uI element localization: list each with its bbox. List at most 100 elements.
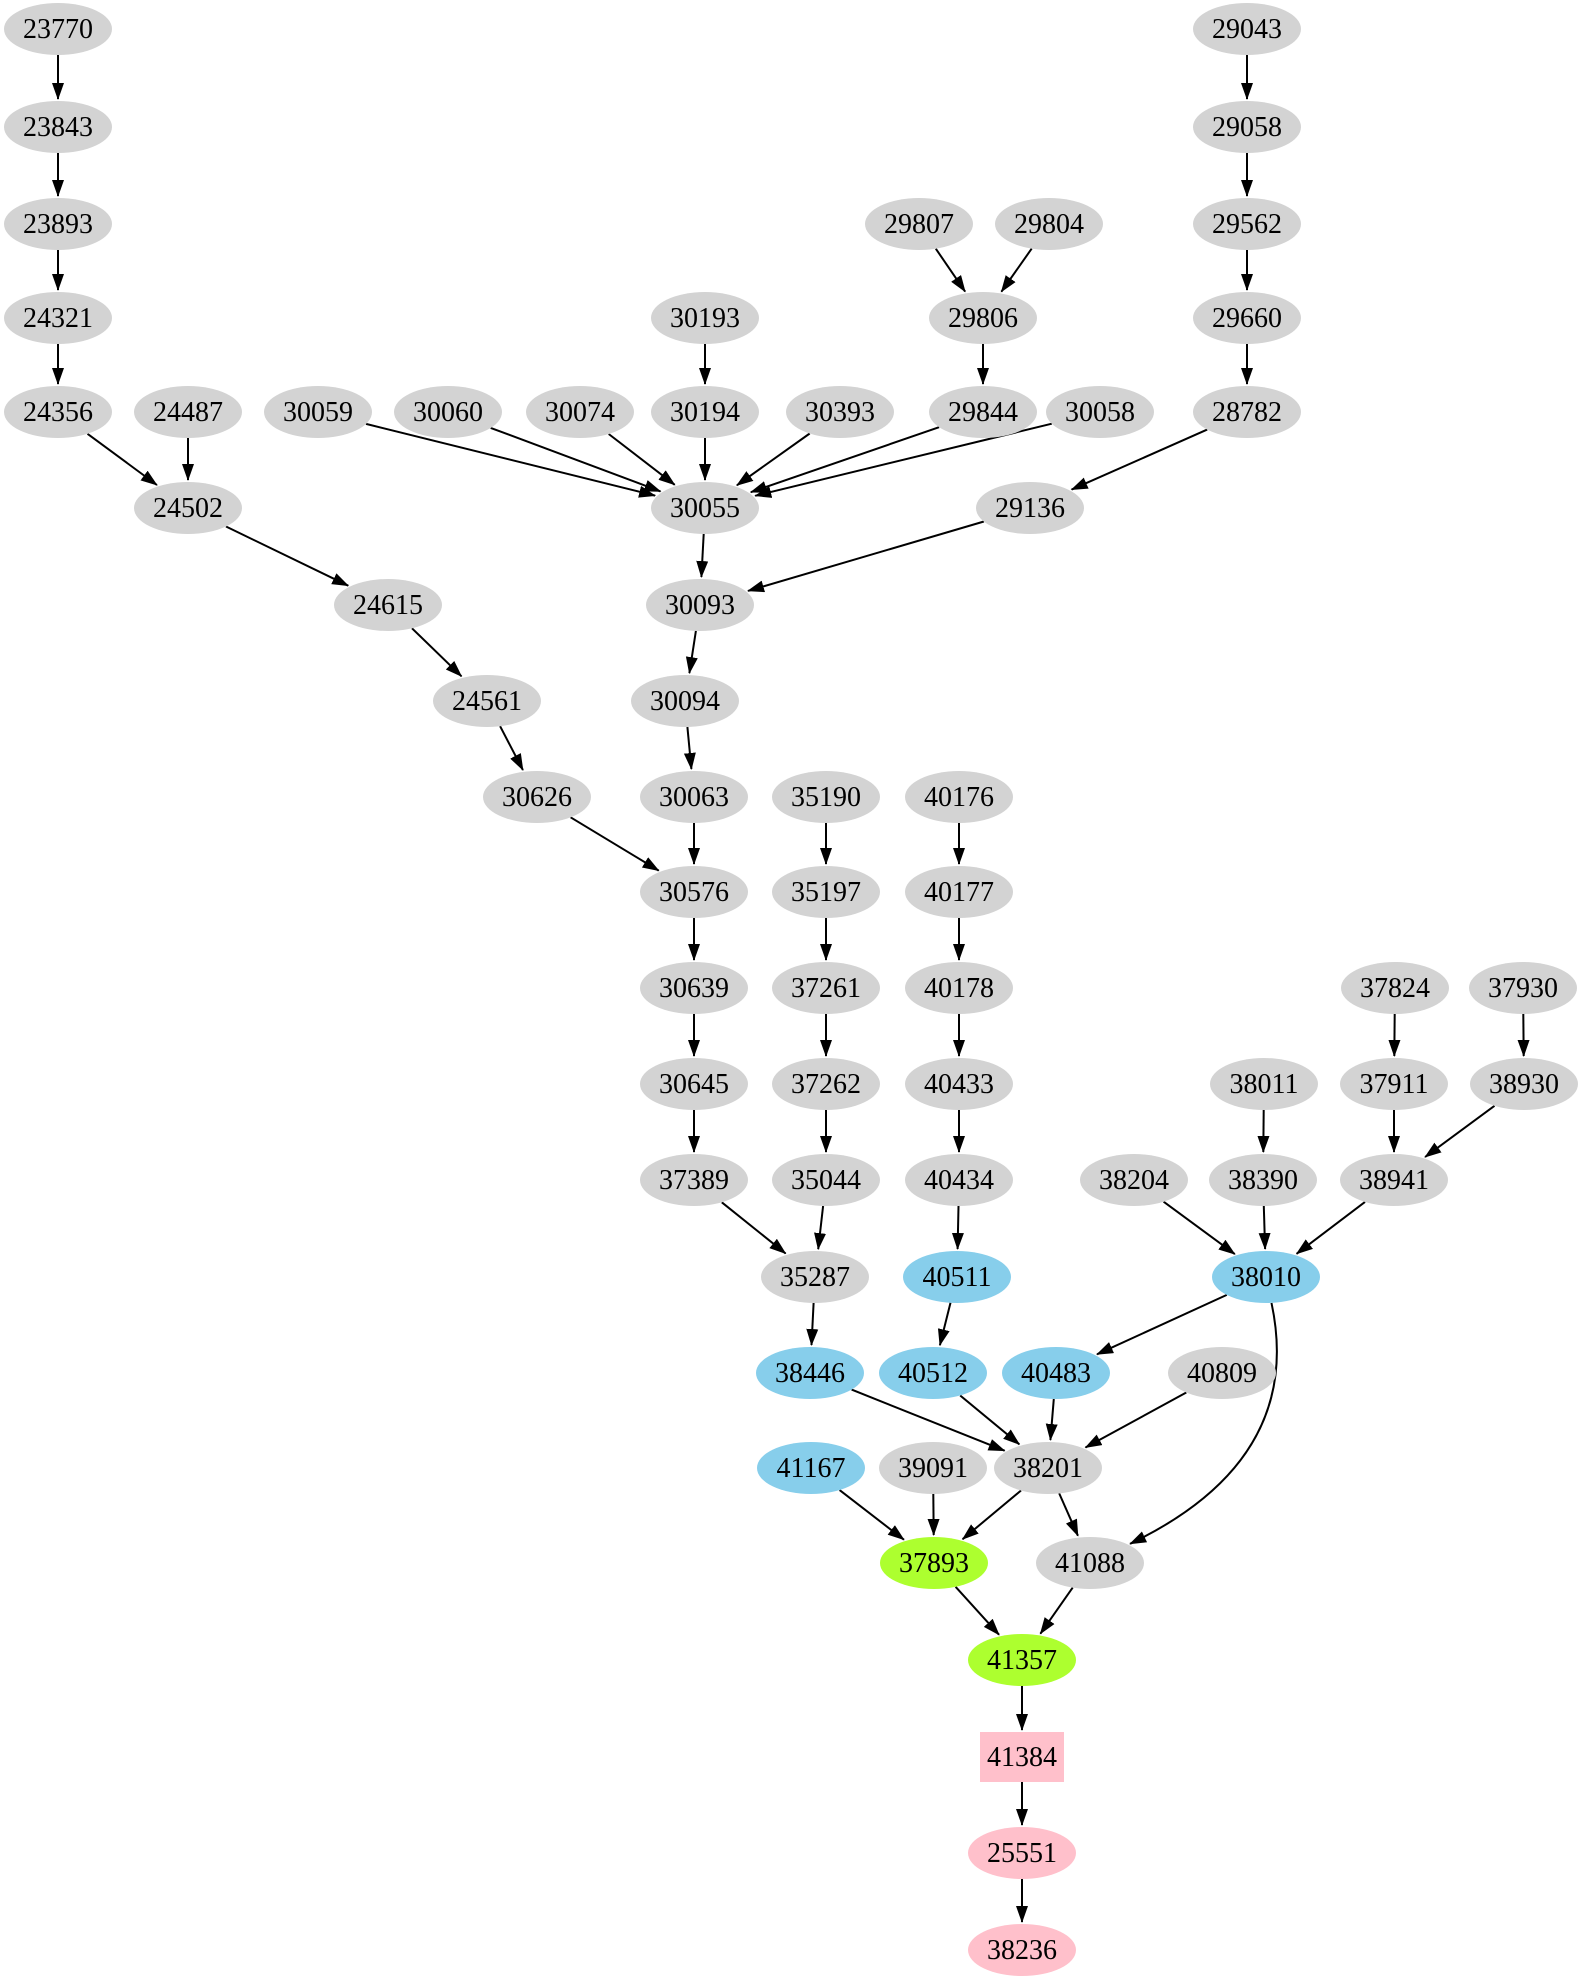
edge-38204-38010	[1163, 1200, 1236, 1255]
node-label: 35287	[780, 1262, 850, 1293]
node-ellipse-shape	[879, 1442, 987, 1494]
edge-38201-37893	[961, 1489, 1022, 1540]
node-label: 40512	[898, 1358, 968, 1389]
node-label: 23893	[23, 209, 93, 240]
node-ellipse-shape	[640, 866, 748, 918]
node-ellipse-shape	[1469, 962, 1577, 1014]
node-box-shape	[980, 1732, 1064, 1782]
node-ellipse-shape	[483, 771, 591, 823]
node-ellipse-shape	[4, 292, 112, 344]
node-24502: 24502	[134, 482, 242, 534]
node-37824: 37824	[1341, 962, 1449, 1014]
node-ellipse-shape	[929, 292, 1037, 344]
node-23843: 23843	[4, 101, 112, 153]
node-label: 29660	[1212, 303, 1282, 334]
node-ellipse-shape	[1080, 1154, 1188, 1206]
node-label: 30393	[805, 397, 875, 428]
node-35197: 35197	[772, 866, 880, 918]
node-label: 30626	[502, 782, 572, 813]
edge-30060-30055	[490, 426, 662, 493]
edge-30393-30055	[736, 432, 811, 487]
node-label: 41167	[777, 1453, 846, 1484]
node-ellipse-shape	[994, 1442, 1102, 1494]
node-label: 38011	[1230, 1069, 1299, 1100]
node-label: 23843	[23, 112, 93, 143]
node-ellipse-shape	[4, 101, 112, 153]
node-29844: 29844	[929, 386, 1037, 438]
edge-37893-41357	[954, 1586, 1000, 1636]
edge-35287-38446	[806, 1302, 819, 1346]
node-label: 37911	[1360, 1069, 1429, 1100]
node-40177: 40177	[905, 866, 1013, 918]
node-29804: 29804	[995, 198, 1103, 250]
node-ellipse-shape	[1002, 1347, 1110, 1399]
node-ellipse-shape	[929, 386, 1037, 438]
node-label: 30093	[665, 590, 735, 621]
edge-40809-38201	[1084, 1391, 1187, 1449]
node-label: 29562	[1212, 209, 1282, 240]
edge-41088-41357	[1039, 1587, 1074, 1635]
edge-30055-30093	[696, 533, 709, 578]
node-37893: 37893	[880, 1537, 988, 1589]
node-label: 41384	[987, 1742, 1057, 1773]
node-37262: 37262	[772, 1058, 880, 1110]
node-ellipse-shape	[646, 579, 754, 631]
node-label: 30074	[545, 397, 615, 428]
edge-38941-38010	[1295, 1201, 1366, 1255]
edge-29844-30055	[749, 426, 940, 494]
node-ellipse-shape	[4, 198, 112, 250]
node-ellipse-shape	[1209, 1154, 1317, 1206]
node-29043: 29043	[1193, 3, 1301, 55]
node-30093: 30093	[646, 579, 754, 631]
edge-29136-30093	[747, 520, 985, 593]
node-40511: 40511	[903, 1251, 1011, 1303]
node-label: 29043	[1212, 14, 1282, 45]
node-label: 37261	[791, 973, 861, 1004]
edge-24502-24615	[225, 525, 350, 587]
node-40483: 40483	[1002, 1347, 1110, 1399]
node-label: 30060	[413, 397, 483, 428]
node-35287: 35287	[761, 1251, 869, 1303]
node-ellipse-shape	[1212, 1251, 1320, 1303]
node-ellipse-shape	[4, 386, 112, 438]
node-ellipse-shape	[526, 386, 634, 438]
node-ellipse-shape	[640, 962, 748, 1014]
node-label: 38390	[1228, 1165, 1298, 1196]
node-label: 24487	[153, 397, 223, 428]
node-label: 30058	[1065, 397, 1135, 428]
node-label: 40809	[1187, 1358, 1257, 1389]
node-37911: 37911	[1340, 1058, 1448, 1110]
node-40434: 40434	[905, 1154, 1013, 1206]
node-41167: 41167	[757, 1442, 865, 1494]
node-ellipse-shape	[968, 1924, 1076, 1976]
node-label: 28782	[1212, 397, 1282, 428]
node-label: 30094	[650, 686, 720, 717]
node-30639: 30639	[640, 962, 748, 1014]
node-label: 40176	[924, 782, 994, 813]
node-ellipse-shape	[905, 771, 1013, 823]
node-ellipse-shape	[631, 675, 739, 727]
node-ellipse-shape	[1341, 962, 1449, 1014]
node-30059: 30059	[264, 386, 372, 438]
node-41357: 41357	[968, 1634, 1076, 1686]
node-label: 29806	[948, 303, 1018, 334]
node-29660: 29660	[1193, 292, 1301, 344]
node-ellipse-shape	[761, 1251, 869, 1303]
edge-28782-29136	[1070, 428, 1208, 491]
edge-35044-35287	[814, 1205, 826, 1251]
edge-30093-30094	[685, 630, 698, 675]
node-24356: 24356	[4, 386, 112, 438]
node-ellipse-shape	[264, 386, 372, 438]
node-ellipse-shape	[905, 866, 1013, 918]
edge-30074-30055	[608, 433, 676, 486]
node-30645: 30645	[640, 1058, 748, 1110]
node-24487: 24487	[134, 386, 242, 438]
node-29807: 29807	[865, 198, 973, 250]
edge-38446-38201	[851, 1388, 1006, 1452]
node-label: 30576	[659, 877, 729, 908]
node-label: 30059	[283, 397, 353, 428]
edge-38930-38941	[1424, 1104, 1496, 1158]
